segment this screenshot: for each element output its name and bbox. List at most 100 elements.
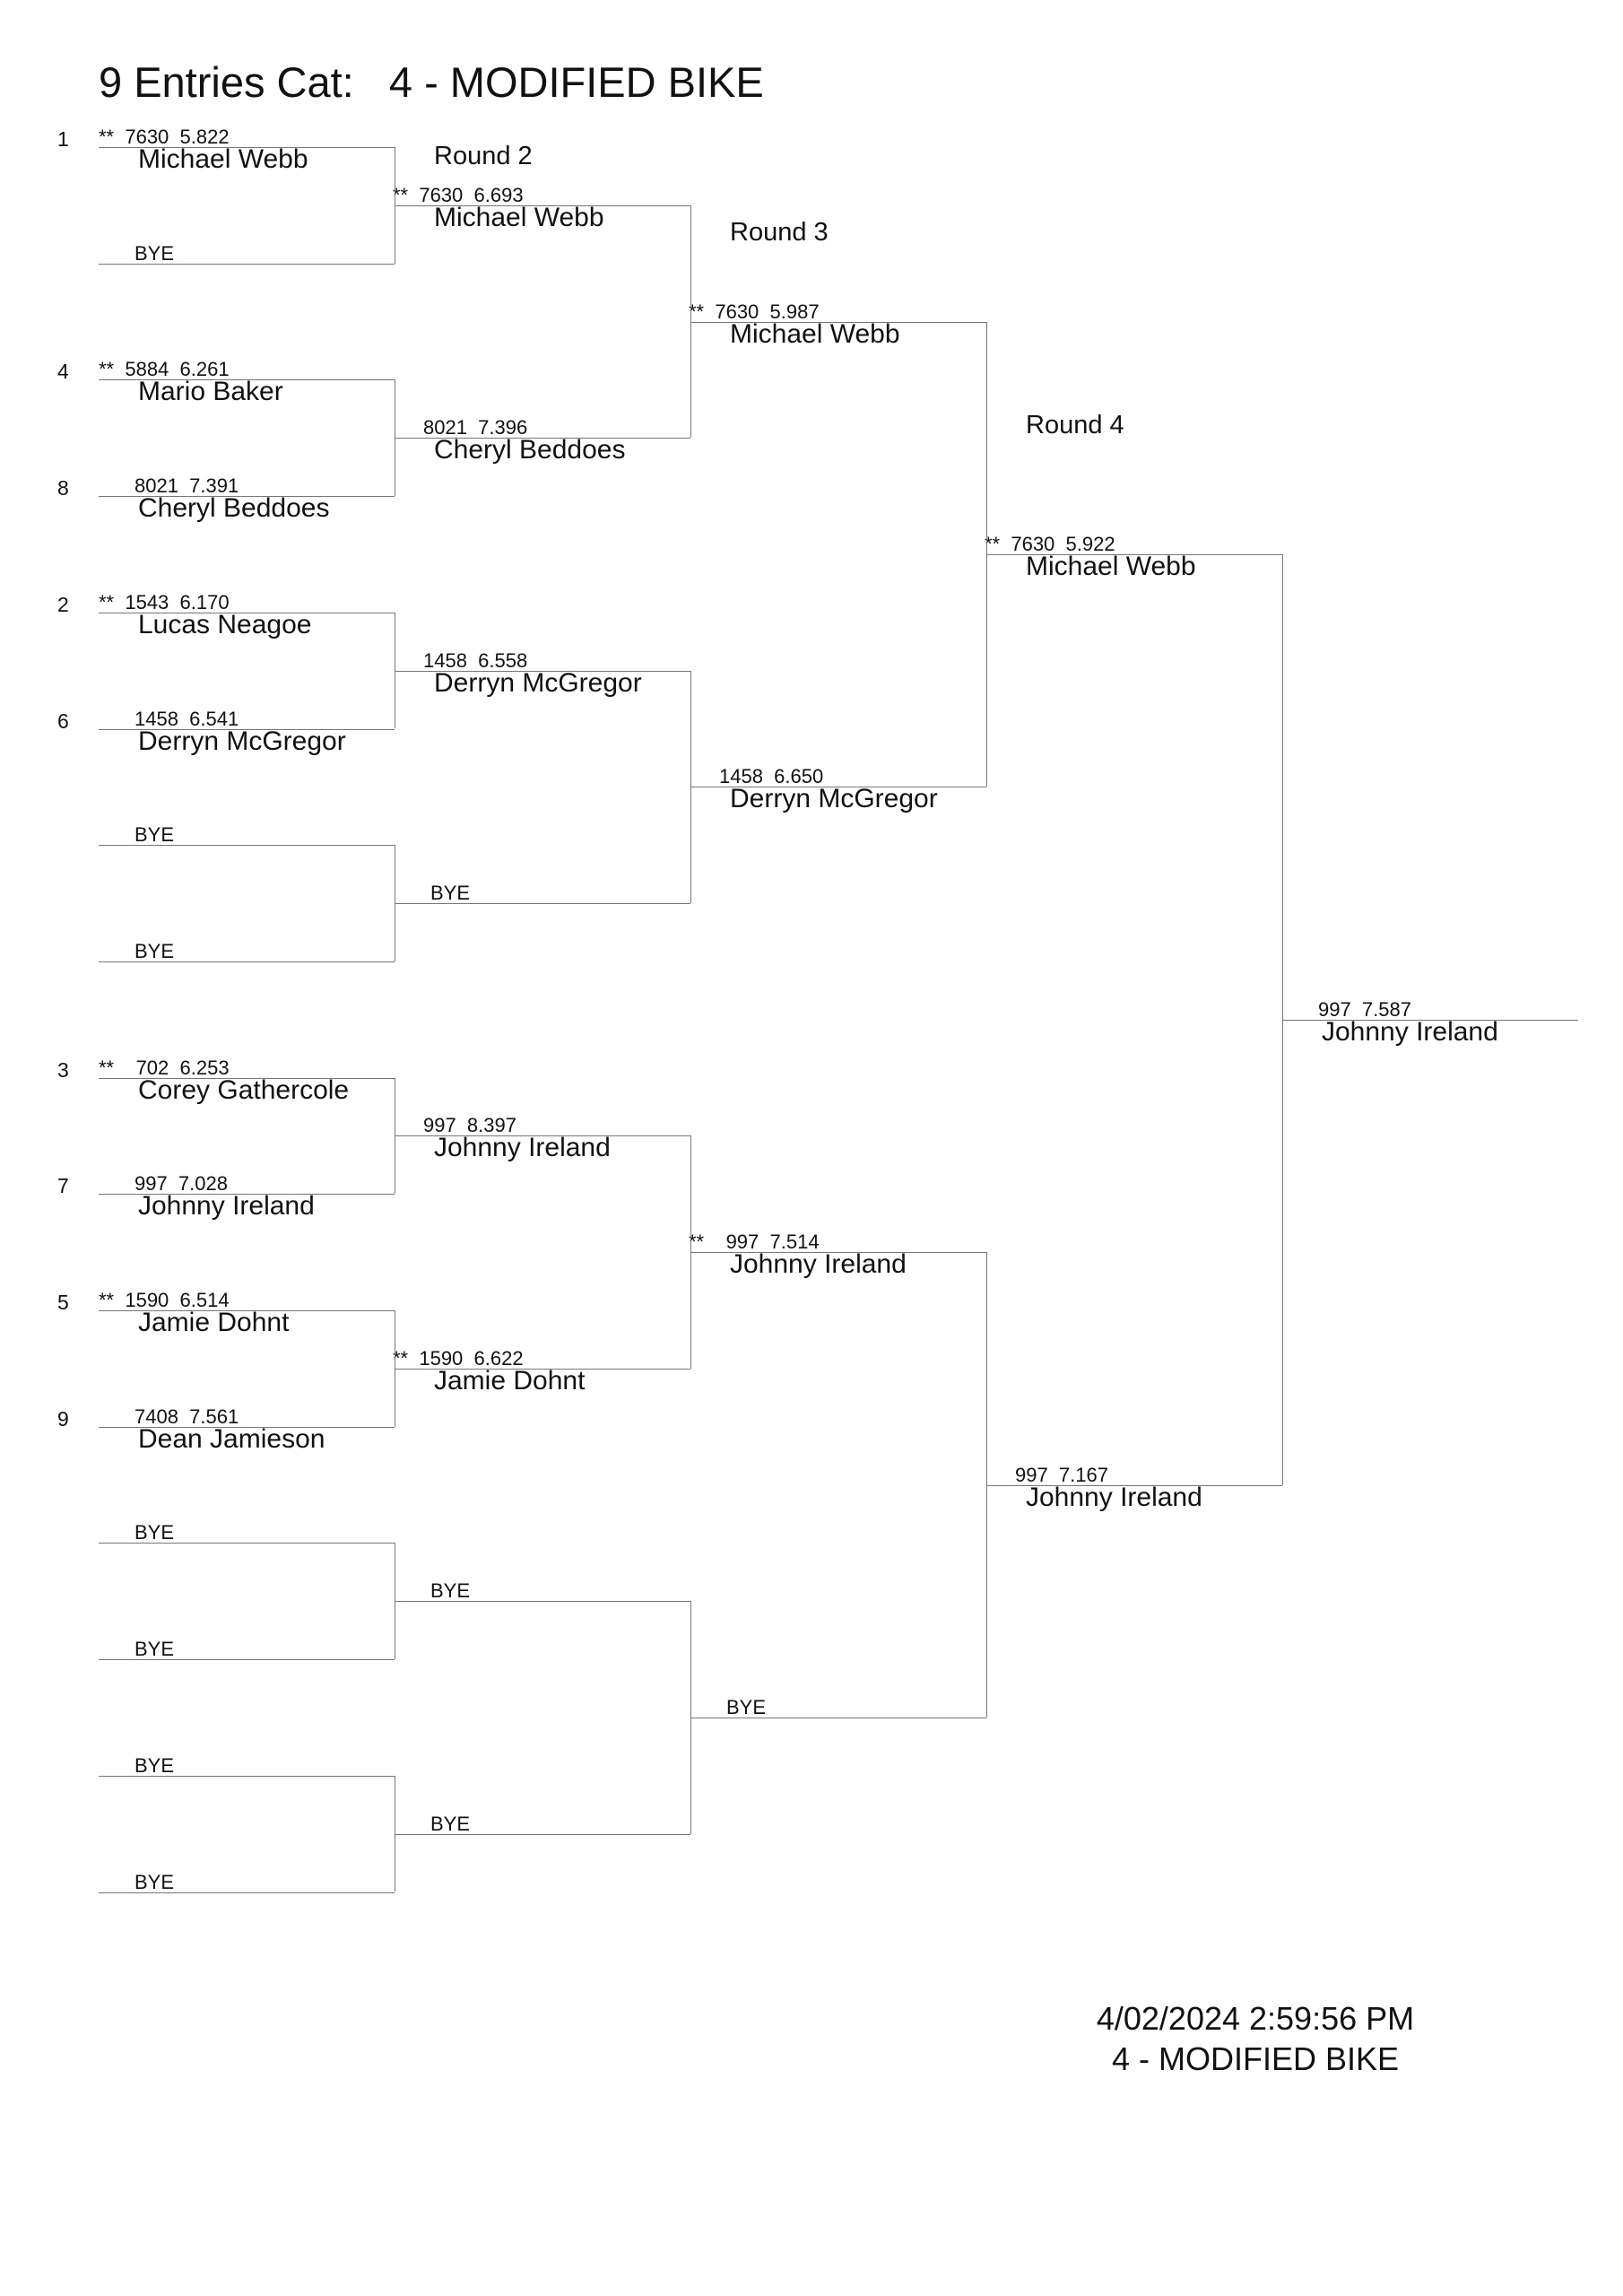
bracket-line [99, 147, 395, 148]
entry-info: BYE [430, 1579, 471, 1603]
entry-info: BYE [135, 241, 175, 265]
entry-info: 997 7.028 [135, 1172, 228, 1196]
entry-info: 8021 7.396 [423, 416, 528, 439]
bracket-line [395, 1833, 690, 1835]
entry-info: ** 7630 6.693 [393, 183, 524, 206]
footer-category: 4 - MODIFIED BIKE [1111, 2040, 1400, 2077]
entry-info: 1458 6.650 [719, 765, 824, 788]
entry-info: ** 997 7.514 [689, 1231, 820, 1254]
bracket-line [1282, 1019, 1578, 1021]
entry-info: ** 1590 6.622 [393, 1346, 524, 1370]
bracket-connector [690, 670, 691, 904]
entry-info: ** 702 6.253 [99, 1056, 230, 1079]
bracket-line [395, 1601, 690, 1603]
bracket-line [99, 496, 395, 498]
entry-info: 997 7.587 [1318, 997, 1411, 1021]
entry-name: Johnny Ireland [730, 1249, 907, 1280]
bracket-line [395, 1368, 690, 1370]
entry-name: Michael Webb [1026, 551, 1196, 581]
bracket-line [986, 553, 1282, 555]
entry-info: ** 7630 5.922 [985, 532, 1115, 555]
seed-number: 4 [57, 360, 69, 384]
bracket-line [99, 1194, 395, 1196]
entry-name: Johnny Ireland [1322, 1016, 1498, 1047]
entry-info: 8021 7.391 [135, 474, 239, 498]
entry-name: Michael Webb [434, 202, 604, 232]
round-label: Round 2 [434, 142, 533, 170]
bracket-connector [690, 1601, 691, 1834]
entry-name: Corey Gathercole [138, 1074, 350, 1105]
bracket-connector [986, 1252, 987, 1718]
bracket-line [99, 1077, 395, 1079]
entry-info: ** 5884 6.261 [99, 358, 230, 381]
bracket-line [99, 961, 395, 962]
entry-info: ** 1590 6.514 [99, 1289, 230, 1311]
bracket-line [395, 903, 690, 905]
seed-number: 5 [57, 1291, 69, 1314]
bracket-connector [1282, 553, 1283, 1485]
entry-info: BYE [135, 1521, 175, 1544]
bracket-line [690, 1252, 986, 1254]
entry-name: Lucas Neagoe [138, 609, 312, 639]
round-label: Round 3 [730, 218, 829, 247]
seed-number: 1 [57, 127, 69, 151]
entry-name: Michael Webb [730, 318, 900, 349]
entry-info: BYE [430, 882, 471, 905]
bracket-line [99, 1543, 395, 1544]
entry-info: 1458 6.558 [423, 648, 528, 672]
bracket-line [99, 1775, 395, 1777]
entry-name: Cheryl Beddoes [434, 435, 626, 465]
entry-info: 997 8.397 [423, 1114, 516, 1137]
entry-name: Dean Jamieson [138, 1423, 325, 1454]
bracket-line [99, 263, 395, 265]
entry-info: BYE [726, 1695, 767, 1718]
entry-info: 7408 7.561 [135, 1405, 239, 1428]
seed-number: 7 [57, 1174, 69, 1198]
page-title: 9 Entries Cat: 4 - MODIFIED BIKE [99, 58, 764, 106]
entry-name: Mario Baker [138, 377, 283, 407]
seed-number: 2 [57, 592, 69, 616]
entry-name: Derryn McGregor [138, 726, 346, 756]
bracket-line [99, 1659, 395, 1661]
bracket-line [99, 728, 395, 730]
entry-info: ** 7630 5.987 [689, 300, 820, 323]
seed-number: 3 [57, 1057, 69, 1082]
entry-name: Michael Webb [138, 144, 308, 174]
bracket-line [99, 1310, 395, 1311]
bracket-line [395, 438, 690, 439]
entry-info: BYE [135, 1638, 175, 1661]
entry-name: Johnny Ireland [434, 1133, 611, 1163]
entry-info: 1458 6.541 [135, 707, 239, 730]
entry-info: BYE [135, 939, 175, 962]
bracket-line [395, 1135, 690, 1137]
round-label: Round 4 [1026, 411, 1124, 439]
seed-number: 6 [57, 709, 69, 733]
bracket-connector [690, 204, 691, 439]
seed-number: 8 [57, 476, 69, 500]
bracket-connector [986, 321, 987, 787]
bracket-line [99, 1892, 395, 1893]
entry-info: ** 1543 6.170 [99, 590, 230, 613]
bracket-line [99, 845, 395, 847]
entry-name: Johnny Ireland [138, 1191, 315, 1222]
bracket-line [690, 321, 986, 323]
entry-info: BYE [135, 1753, 175, 1777]
entry-name: Derryn McGregor [730, 784, 938, 814]
entry-name: Jamie Dohnt [434, 1365, 586, 1396]
entry-name: Johnny Ireland [1026, 1482, 1202, 1512]
bracket-line [99, 1426, 395, 1428]
entry-info: BYE [135, 823, 175, 847]
footer-datetime: 4/02/2024 2:59:56 PM [1096, 2000, 1415, 2037]
seed-number: 9 [57, 1406, 69, 1431]
entry-info: BYE [135, 1870, 175, 1893]
bracket-line [395, 204, 690, 206]
entry-info: ** 7630 5.822 [99, 126, 230, 148]
bracket-line [395, 670, 690, 672]
entry-info: 997 7.167 [1015, 1463, 1108, 1486]
entry-name: Derryn McGregor [434, 667, 642, 698]
bracket-line [99, 379, 395, 381]
entry-info: BYE [430, 1812, 471, 1835]
entry-name: Jamie Dohnt [138, 1308, 290, 1337]
entry-name: Cheryl Beddoes [138, 493, 330, 524]
bracket-connector [690, 1135, 691, 1369]
